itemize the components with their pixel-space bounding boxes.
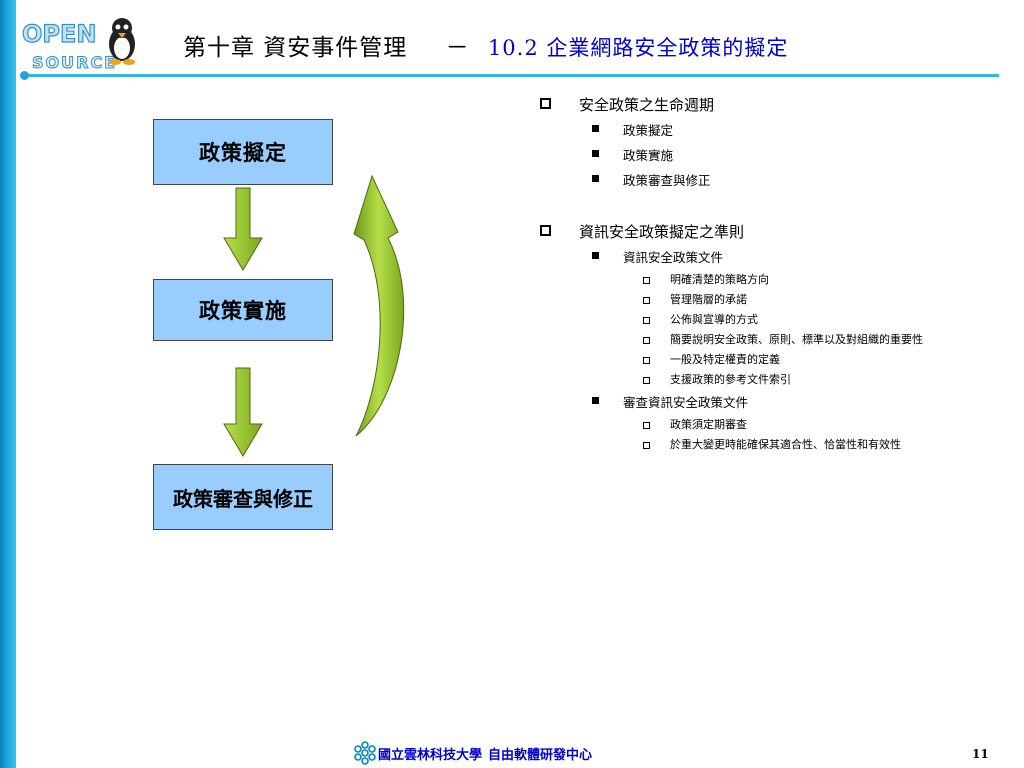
- policy-implementation-box: 政策實施: [153, 279, 333, 341]
- school-name: 國立雲林科技大學: [378, 747, 483, 763]
- outline-subitem: 於重大變更時能確保其適合性、恰當性和有效性: [643, 437, 1010, 453]
- policy-review-box: 政策審查與修正: [153, 464, 333, 530]
- subitem-label: 支援政策的參考文件索引: [670, 373, 791, 386]
- item-label: 政策擬定: [623, 123, 674, 138]
- outline-subitem: 明確清楚的策略方向: [643, 272, 1010, 288]
- outline-subitem: 簡要說明安全政策、原則、標準以及對組織的重要性: [643, 332, 1010, 348]
- outline-item: 審查資訊安全政策文件: [592, 392, 1010, 411]
- small-hollow-square-bullet-icon: [643, 337, 650, 344]
- subitem-label: 於重大變更時能確保其適合性、恰當性和有效性: [670, 438, 901, 451]
- outline-section: 資訊安全政策擬定之準則: [540, 221, 1010, 242]
- small-hollow-square-bullet-icon: [643, 277, 650, 284]
- outline-item: 資訊安全政策文件: [592, 247, 1010, 266]
- chapter-title: 第十章 資安事件管理: [183, 35, 408, 61]
- bullet-outline: 安全政策之生命週期 政策擬定 政策實施 政策審查與修正 資訊安全政策擬定之準則 …: [540, 94, 1010, 457]
- subitem-label: 簡要說明安全政策、原則、標準以及對組織的重要性: [670, 333, 923, 346]
- policy-formulation-box: 政策擬定: [153, 119, 333, 185]
- small-hollow-square-bullet-icon: [643, 317, 650, 324]
- outline-subitem: 支援政策的參考文件索引: [643, 372, 1010, 388]
- small-hollow-square-bullet-icon: [643, 442, 650, 449]
- subitem-label: 政策須定期審查: [670, 418, 747, 431]
- small-hollow-square-bullet-icon: [643, 297, 650, 304]
- filled-square-bullet-icon: [592, 175, 599, 182]
- svg-text:SOURCE: SOURCE: [32, 53, 117, 72]
- section-title: 10.2 企業網路安全政策的擬定: [487, 36, 789, 60]
- hollow-square-bullet-icon: [540, 98, 551, 109]
- subitem-label: 一般及特定權責的定義: [670, 353, 780, 366]
- open-source-logo: OPEN SOURCE: [21, 18, 135, 73]
- subitem-label: 明確清楚的策略方向: [670, 273, 769, 286]
- item-label: 政策審查與修正: [623, 173, 711, 188]
- outline-subitem: 公佈與宣導的方式: [643, 312, 1010, 328]
- outline-item: 政策審查與修正: [592, 170, 1010, 189]
- title-dash: －: [445, 35, 470, 61]
- snowflake-logo-icon: [354, 741, 376, 765]
- title-divider: [24, 74, 999, 77]
- outline-section: 安全政策之生命週期: [540, 94, 1010, 115]
- subitem-label: 管理階層的承諾: [670, 293, 747, 306]
- small-hollow-square-bullet-icon: [643, 357, 650, 364]
- down-arrow-1: [223, 187, 263, 271]
- item-label: 政策實施: [623, 148, 674, 163]
- section-heading: 安全政策之生命週期: [579, 96, 715, 114]
- curved-return-arrow: [353, 174, 405, 437]
- left-accent-bar: [0, 0, 16, 768]
- section-heading: 資訊安全政策擬定之準則: [579, 223, 745, 241]
- down-arrow-2: [223, 367, 263, 457]
- footer: 國立雲林科技大學 自由軟體研發中心: [352, 740, 592, 766]
- svg-text:OPEN: OPEN: [22, 20, 96, 48]
- slide-title: 第十章 資安事件管理 － 10.2 企業網路安全政策的擬定: [183, 28, 788, 62]
- page-number: 11: [972, 747, 989, 761]
- filled-square-bullet-icon: [592, 252, 599, 259]
- outline-item: 政策實施: [592, 145, 1010, 164]
- outline-subitem: 一般及特定權責的定義: [643, 352, 1010, 368]
- subitem-label: 公佈與宣導的方式: [670, 313, 758, 326]
- filled-square-bullet-icon: [592, 150, 599, 157]
- item-label: 資訊安全政策文件: [623, 250, 724, 265]
- hollow-square-bullet-icon: [540, 225, 551, 236]
- outline-subitem: 管理階層的承諾: [643, 292, 1010, 308]
- filled-square-bullet-icon: [592, 397, 599, 404]
- filled-square-bullet-icon: [592, 125, 599, 132]
- item-label: 審查資訊安全政策文件: [623, 395, 749, 410]
- small-hollow-square-bullet-icon: [643, 377, 650, 384]
- outline-subitem: 政策須定期審查: [643, 417, 1010, 433]
- outline-item: 政策擬定: [592, 120, 1010, 139]
- small-hollow-square-bullet-icon: [643, 422, 650, 429]
- divider-dot: [20, 71, 29, 80]
- center-name: 自由軟體研發中心: [488, 747, 593, 763]
